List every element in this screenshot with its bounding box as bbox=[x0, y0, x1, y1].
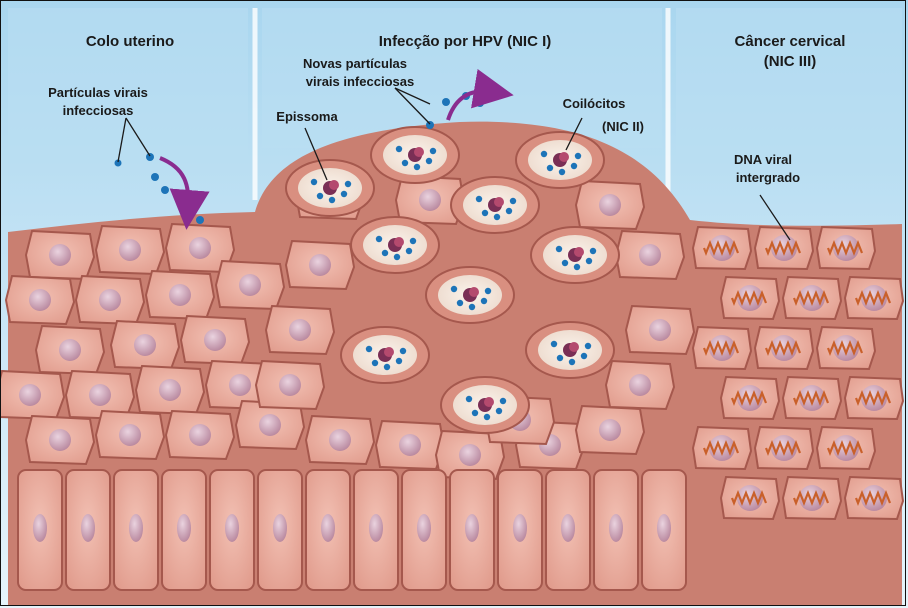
image-border bbox=[0, 0, 906, 606]
hpv-cervix-diagram: Colo uterino Infecção por HPV (NIC I) Câ… bbox=[0, 0, 908, 608]
